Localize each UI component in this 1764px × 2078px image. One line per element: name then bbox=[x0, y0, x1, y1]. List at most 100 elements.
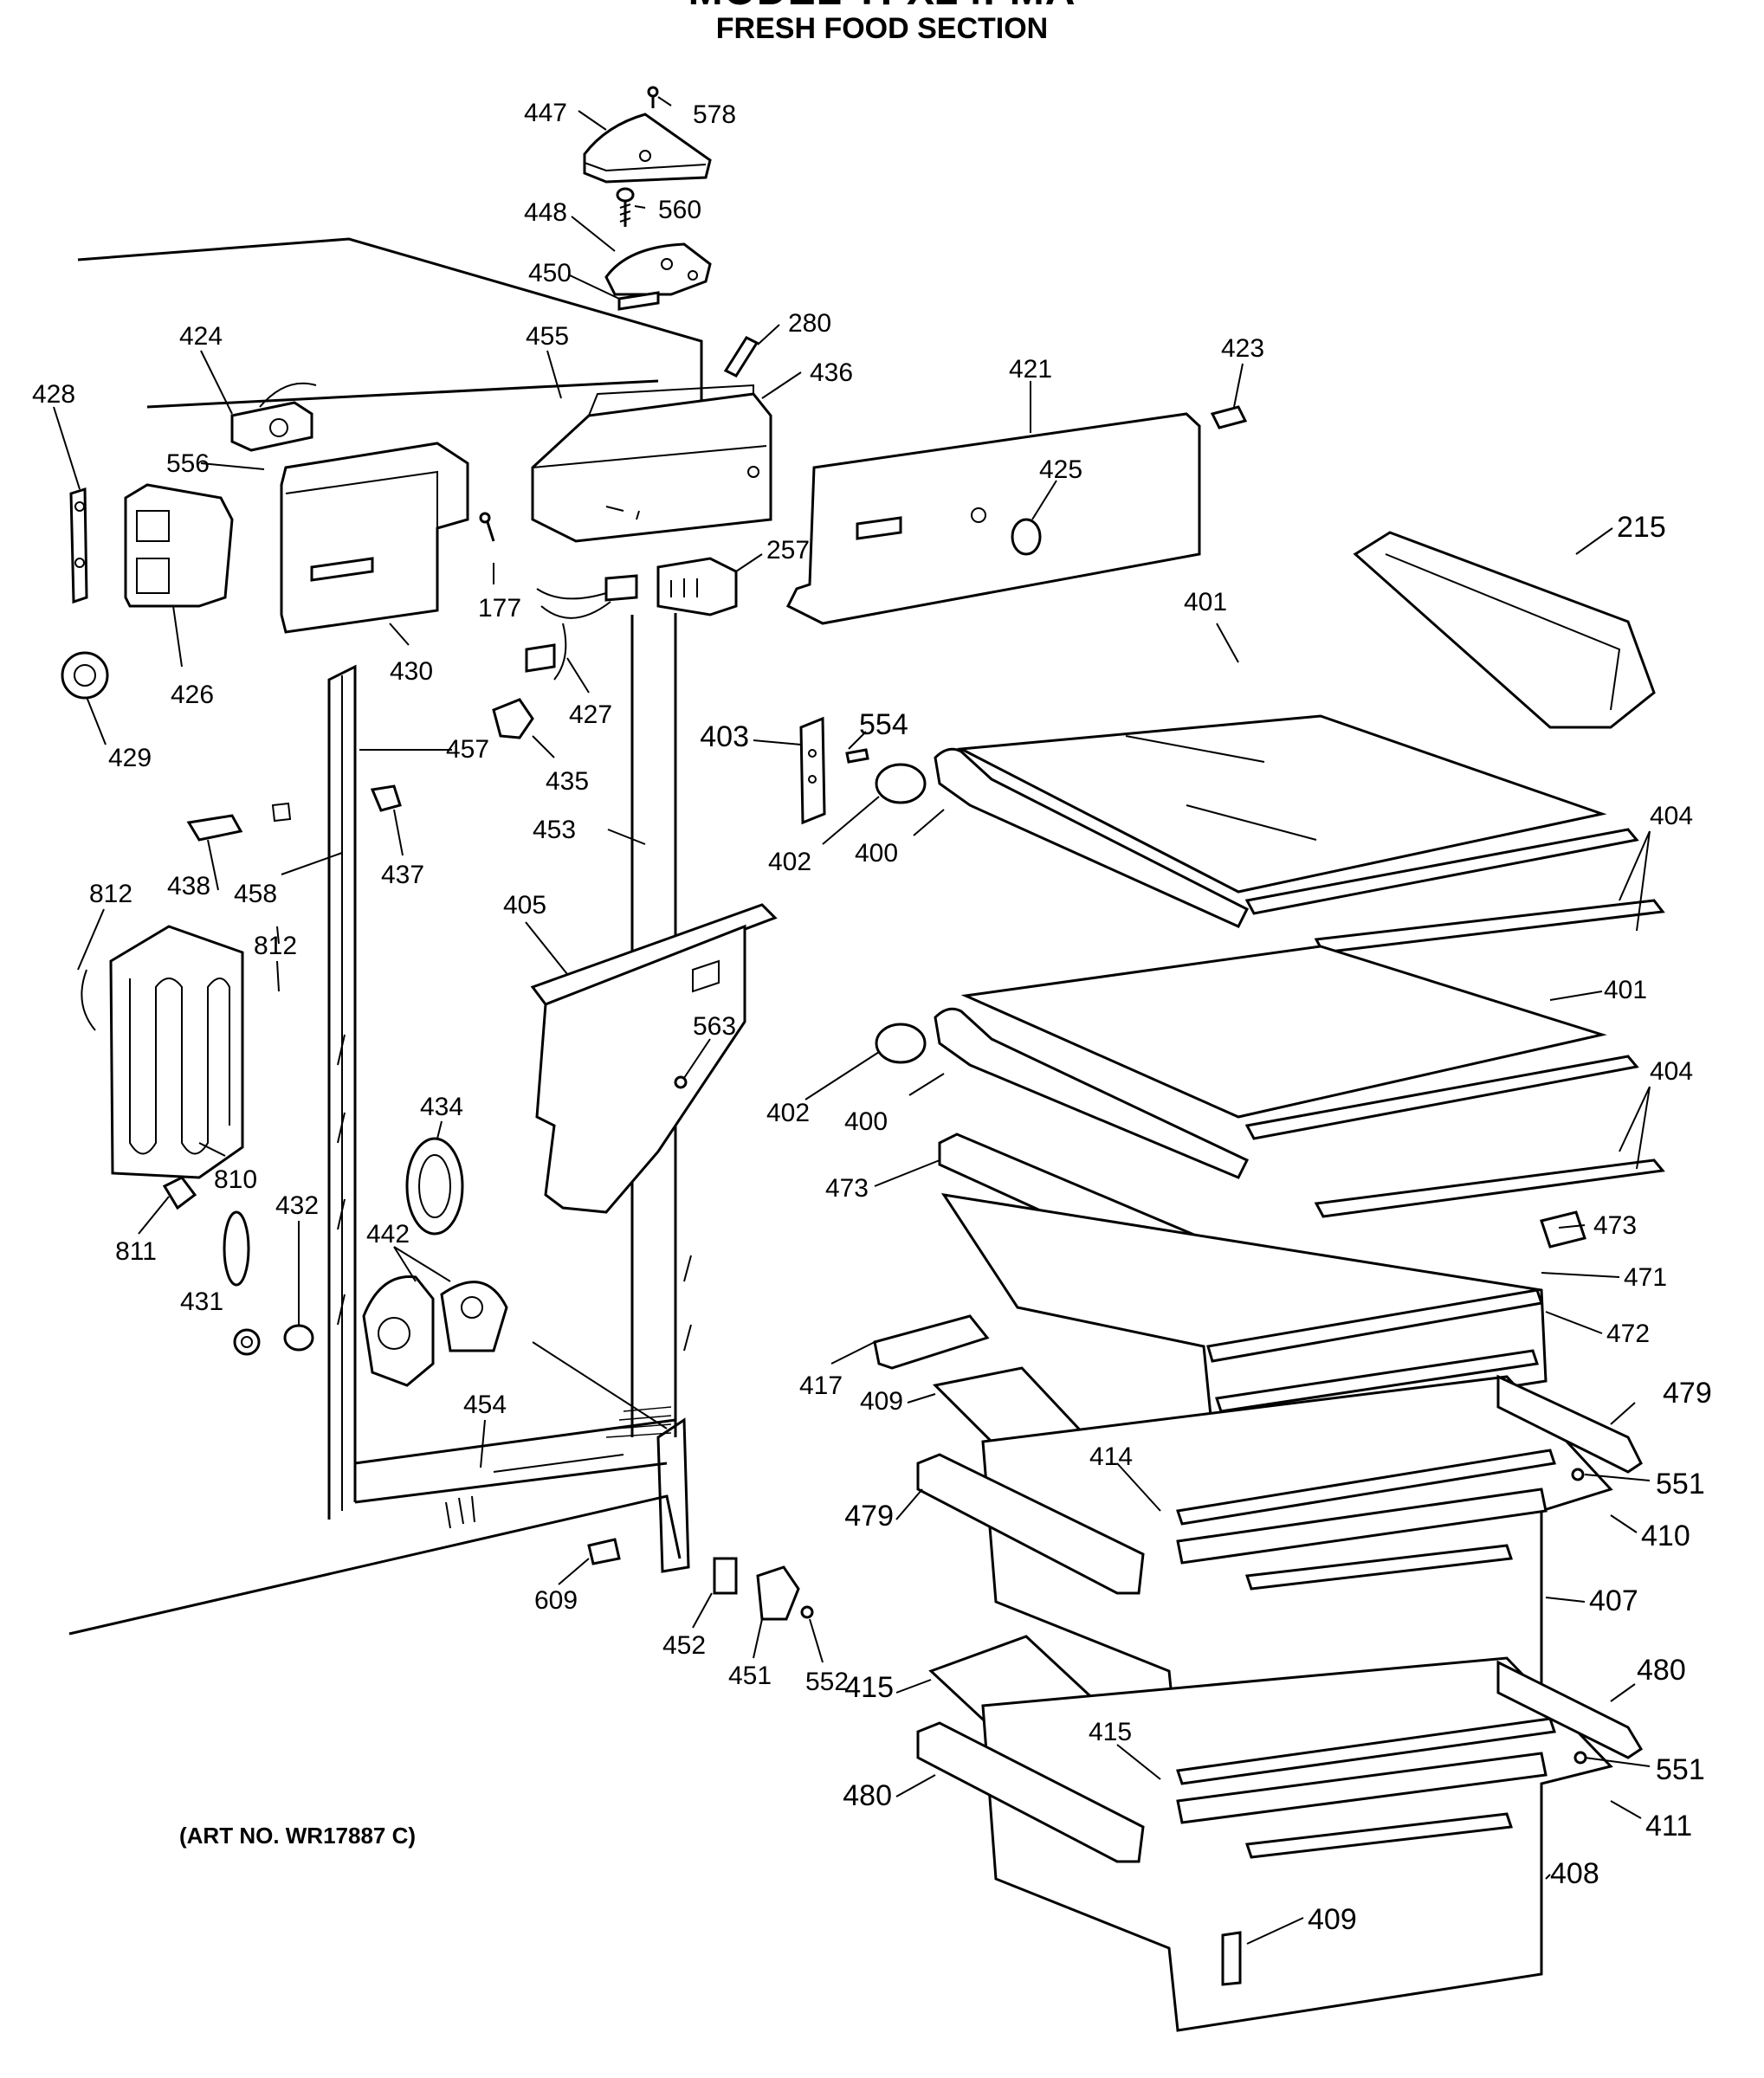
screw-578 bbox=[647, 86, 659, 108]
part-435 bbox=[492, 698, 534, 739]
shelf-bracket-405 bbox=[530, 903, 778, 1214]
label-551a: 551 bbox=[1656, 1468, 1705, 1500]
label-426: 426 bbox=[171, 681, 214, 709]
part-280 bbox=[723, 336, 759, 378]
part-423 bbox=[1210, 405, 1248, 429]
evaporator-810 bbox=[81, 925, 280, 1179]
part-number-labels: 447 578 448 560 450 280 455 436 424 428 … bbox=[32, 99, 1712, 1936]
label-480b: 480 bbox=[843, 1779, 892, 1812]
label-442: 442 bbox=[366, 1220, 410, 1249]
label-479a: 479 bbox=[1663, 1377, 1712, 1410]
label-414: 414 bbox=[1089, 1442, 1133, 1471]
label-473b: 473 bbox=[1593, 1211, 1637, 1240]
label-551b: 551 bbox=[1656, 1753, 1705, 1786]
label-480a: 480 bbox=[1637, 1654, 1686, 1687]
bracket-428 bbox=[69, 487, 88, 604]
model-title: MODEL TFX24FMA bbox=[0, 0, 1764, 15]
label-409b: 409 bbox=[1308, 1903, 1357, 1936]
label-427: 427 bbox=[569, 700, 612, 729]
label-402a: 402 bbox=[768, 848, 811, 876]
label-425: 425 bbox=[1039, 455, 1082, 484]
label-415a: 415 bbox=[844, 1671, 894, 1704]
wiring-427 bbox=[525, 574, 638, 681]
label-431: 431 bbox=[180, 1287, 223, 1316]
hinge-cover-447 bbox=[583, 113, 712, 184]
rail-479-left bbox=[916, 1453, 1145, 1595]
label-280: 280 bbox=[788, 309, 831, 338]
part-417 bbox=[873, 1314, 990, 1370]
part-609 bbox=[587, 1538, 621, 1565]
label-455: 455 bbox=[526, 322, 569, 351]
label-421: 421 bbox=[1009, 355, 1052, 384]
label-448: 448 bbox=[524, 198, 567, 227]
control-panel-421 bbox=[785, 412, 1201, 625]
dairy-bin-215 bbox=[1353, 531, 1656, 729]
label-404b: 404 bbox=[1650, 1057, 1693, 1086]
leader-lines bbox=[53, 96, 1651, 1945]
part-437 bbox=[370, 784, 402, 812]
label-434: 434 bbox=[420, 1093, 463, 1121]
housing-430 bbox=[280, 442, 469, 634]
screw-554 bbox=[845, 748, 869, 764]
plate-452 bbox=[713, 1557, 738, 1595]
label-410: 410 bbox=[1641, 1520, 1690, 1552]
label-405: 405 bbox=[503, 891, 546, 920]
label-407: 407 bbox=[1589, 1584, 1638, 1617]
label-424: 424 bbox=[179, 322, 223, 351]
section-title: FRESH FOOD SECTION bbox=[715, 12, 1049, 45]
label-458: 458 bbox=[234, 880, 277, 908]
label-811: 811 bbox=[115, 1237, 157, 1266]
label-400b: 400 bbox=[844, 1107, 888, 1136]
oval-insert bbox=[223, 1210, 250, 1287]
label-430: 430 bbox=[390, 657, 433, 686]
label-436: 436 bbox=[810, 358, 853, 387]
label-177: 177 bbox=[478, 594, 521, 623]
label-447: 447 bbox=[524, 99, 567, 127]
shelf-lower bbox=[875, 945, 1665, 1218]
part-431 bbox=[233, 1328, 261, 1356]
shim-450 bbox=[617, 291, 660, 311]
screw-552 bbox=[800, 1605, 814, 1619]
part-563 bbox=[674, 1075, 688, 1089]
part-811 bbox=[162, 1176, 197, 1210]
label-408: 408 bbox=[1550, 1857, 1599, 1890]
part-432 bbox=[283, 1324, 314, 1352]
label-457: 457 bbox=[446, 735, 489, 764]
timer-257 bbox=[656, 557, 738, 616]
label-812a: 812 bbox=[89, 880, 132, 908]
label-563: 563 bbox=[693, 1012, 736, 1041]
label-401b: 401 bbox=[1604, 976, 1647, 1004]
rail-479-right bbox=[1496, 1374, 1643, 1474]
drawer-408 bbox=[981, 1656, 1613, 2032]
label-473a: 473 bbox=[825, 1174, 869, 1203]
label-404a: 404 bbox=[1650, 802, 1693, 830]
label-402b: 402 bbox=[766, 1099, 810, 1127]
rail-403 bbox=[799, 716, 826, 825]
label-471: 471 bbox=[1624, 1263, 1667, 1292]
label-812b: 812 bbox=[254, 932, 297, 960]
label-400a: 400 bbox=[855, 839, 898, 868]
diffuser-426 bbox=[124, 483, 234, 608]
label-417: 417 bbox=[799, 1371, 843, 1400]
fan-442 bbox=[362, 1275, 508, 1387]
control-424 bbox=[230, 382, 317, 452]
label-479b: 479 bbox=[844, 1500, 894, 1533]
part-458 bbox=[271, 802, 292, 823]
label-437: 437 bbox=[381, 861, 424, 889]
label-257: 257 bbox=[766, 536, 810, 565]
label-810: 810 bbox=[214, 1165, 257, 1194]
label-578: 578 bbox=[693, 100, 736, 129]
label-432: 432 bbox=[275, 1191, 319, 1220]
knob-425 bbox=[1011, 518, 1042, 556]
label-423: 423 bbox=[1221, 334, 1264, 363]
label-472: 472 bbox=[1606, 1320, 1650, 1348]
label-438: 438 bbox=[167, 872, 210, 900]
screw-560 bbox=[616, 187, 635, 227]
label-453: 453 bbox=[533, 816, 576, 844]
gasket-434 bbox=[405, 1137, 464, 1236]
label-450: 450 bbox=[528, 259, 572, 287]
label-429: 429 bbox=[108, 744, 152, 772]
label-409a: 409 bbox=[860, 1387, 903, 1416]
label-454: 454 bbox=[463, 1391, 507, 1419]
